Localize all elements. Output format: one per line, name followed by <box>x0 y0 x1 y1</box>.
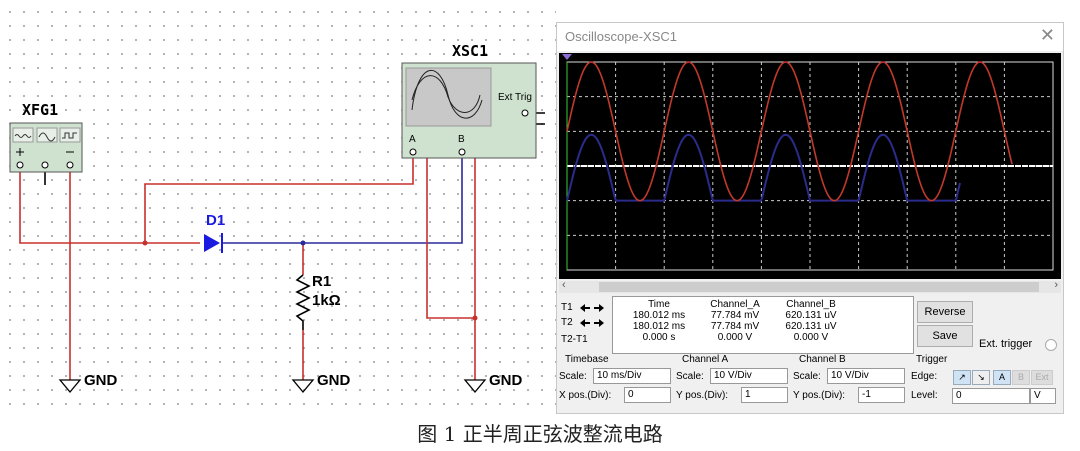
header-channel-b: Channel_B <box>786 299 836 310</box>
edge-label: Edge: <box>911 371 938 382</box>
channel-a-column: Channel_A 77.784 mV 77.784 mV 0.000 V <box>699 299 771 343</box>
diode-icon <box>204 233 223 253</box>
junction <box>300 240 306 246</box>
window-title: Oscilloscope-XSC1 <box>565 29 677 44</box>
measurement-table: Time 180.012 ms 180.012 ms 0.000 s Chann… <box>612 296 914 354</box>
gnd-label: GND <box>84 372 118 389</box>
ext-trig-label: Ext Trig <box>498 92 532 103</box>
title-bar: Oscilloscope-XSC1 ✕ <box>557 23 1063 51</box>
oscilloscope-symbol[interactable] <box>401 62 537 159</box>
t2-label: T2 <box>561 317 573 328</box>
channel-b-scale-input[interactable]: 10 V/Div <box>827 368 905 384</box>
junction <box>472 315 478 321</box>
ext-trigger-radio[interactable] <box>1045 339 1057 351</box>
resistor-icon <box>295 274 311 330</box>
x-pos-label: X pos.(Div): <box>559 390 612 401</box>
channel-a-title: Channel A <box>682 354 729 365</box>
gnd-label: GND <box>317 372 351 389</box>
resistor-label: R1 <box>312 273 332 290</box>
channel-b-ypos-input[interactable]: -1 <box>858 387 905 403</box>
trigger-source-a-button[interactable]: A <box>993 370 1011 385</box>
channel-a-scale-input[interactable]: 10 V/Div <box>710 368 788 384</box>
scope-label: XSC1 <box>452 42 489 60</box>
cell: 77.784 mV <box>710 310 760 321</box>
channel-a-trace <box>566 61 1013 202</box>
channel-a-ypos-label: Y pos.(Div): <box>676 390 729 401</box>
channel-b-scale-label: Scale: <box>793 371 821 382</box>
header-channel-a: Channel_A <box>710 299 760 310</box>
trigger-source-ext-button[interactable]: Ext <box>1031 370 1053 385</box>
scroll-right-icon[interactable]: › <box>1054 279 1058 291</box>
t2-right-arrow-icon[interactable] <box>593 318 605 328</box>
header-time: Time <box>648 299 670 310</box>
trigger-level-unit[interactable]: V <box>1030 388 1056 404</box>
rising-edge-button[interactable]: ↗ <box>953 370 971 385</box>
trigger-title: Trigger <box>916 354 948 365</box>
scope-a-label: A <box>409 134 416 145</box>
timebase-scale-input[interactable]: 10 ms/Div <box>593 368 671 384</box>
trigger-level-input[interactable]: 0 <box>952 388 1030 404</box>
cell: 0.000 V <box>793 332 829 343</box>
figure-caption: 图 1 正半周正弦波整流电路 <box>417 422 663 446</box>
t1-right-arrow-icon[interactable] <box>593 303 605 313</box>
schematic-canvas: XFG1 XSC1 Ext Trig A B D1 R1 1kΩ GND GND… <box>0 0 556 410</box>
channel-a-scale-label: Scale: <box>676 371 704 382</box>
gnd-label: GND <box>489 372 523 389</box>
channel-b-title: Channel B <box>799 354 846 365</box>
cell: 620.131 uV <box>785 310 837 321</box>
cell: 180.012 ms <box>632 310 686 321</box>
cursor-marker-icon <box>562 54 572 60</box>
channel-b-ypos-label: Y pos.(Div): <box>793 390 846 401</box>
cell: 0.000 s <box>642 332 676 343</box>
triangle-wave-icon <box>14 134 32 138</box>
cell: 0.000 V <box>717 332 753 343</box>
falling-edge-button[interactable]: ↘ <box>972 370 990 385</box>
cell: 620.131 uV <box>785 321 837 332</box>
junction <box>142 240 148 246</box>
close-icon[interactable]: ✕ <box>1039 25 1055 45</box>
channel-b-trace <box>566 133 961 202</box>
t2-t1-label: T2-T1 <box>561 334 588 345</box>
cell: 77.784 mV <box>710 321 760 332</box>
t2-left-arrow-icon[interactable] <box>579 318 591 328</box>
scope-b-label: B <box>458 134 465 145</box>
timebase-scale-label: Scale: <box>559 371 587 382</box>
wire-source-to-diode <box>19 168 200 244</box>
function-generator[interactable] <box>9 122 83 173</box>
wire-diode-to-channel-b <box>222 152 463 244</box>
scrollbar-thumb[interactable] <box>599 282 1039 292</box>
t1-label: T1 <box>561 302 573 313</box>
reverse-button[interactable]: Reverse <box>917 301 973 323</box>
cell: 180.012 ms <box>632 321 686 332</box>
wire-to-channel-a <box>144 152 414 243</box>
trigger-source-b-button[interactable]: B <box>1012 370 1030 385</box>
sine-wave-icon <box>38 132 56 142</box>
oscilloscope-window: Oscilloscope-XSC1 ✕ ‹ › T1 T2 T2-T1 Time… <box>556 22 1064 414</box>
time-column: Time 180.012 ms 180.012 ms 0.000 s <box>623 299 695 343</box>
plus-icon <box>16 148 24 156</box>
ext-trigger-label: Ext. trigger <box>979 338 1033 350</box>
wire-a-minus <box>426 152 475 319</box>
t1-left-arrow-icon[interactable] <box>579 303 591 313</box>
save-button[interactable]: Save <box>917 325 973 347</box>
scope-display <box>559 53 1061 279</box>
timebase-title: Timebase <box>565 354 609 365</box>
square-wave-icon <box>62 132 77 139</box>
circuit-wires <box>9 62 545 394</box>
resistor-value: 1kΩ <box>312 292 341 309</box>
channel-b-column: Channel_B 620.131 uV 620.131 uV 0.000 V <box>775 299 847 343</box>
x-pos-input[interactable]: 0 <box>624 387 671 403</box>
level-label: Level: <box>911 390 938 401</box>
diode-label: D1 <box>206 212 226 229</box>
gnd-icon <box>58 379 487 394</box>
generator-label: XFG1 <box>22 101 59 119</box>
scope-screen <box>562 54 1054 271</box>
scroll-left-icon[interactable]: ‹ <box>562 279 566 291</box>
channel-a-ypos-input[interactable]: 1 <box>741 387 788 403</box>
horizontal-scrollbar[interactable]: ‹ › <box>559 279 1061 293</box>
